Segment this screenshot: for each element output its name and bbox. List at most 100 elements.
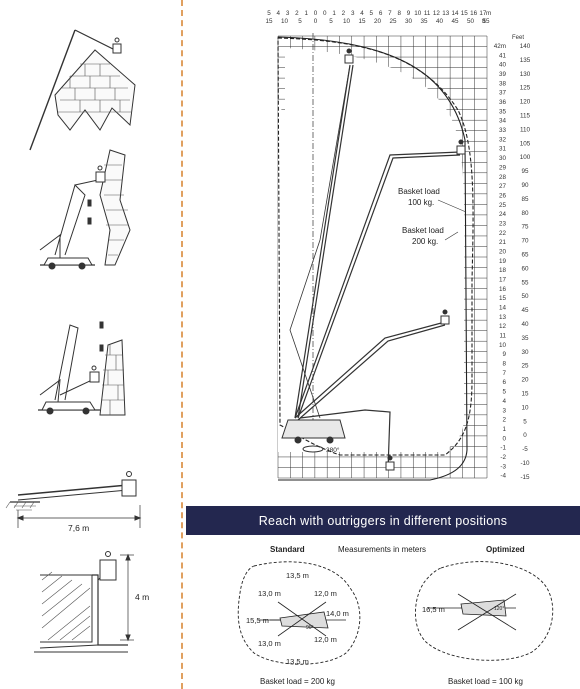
- height-m-label: 37: [499, 90, 507, 97]
- standard-outriggers: [258, 601, 346, 637]
- height-m-label: 32: [499, 136, 507, 143]
- height-ft-label: 0: [523, 432, 527, 439]
- height-m-label: 36: [499, 99, 507, 106]
- top-scale-ft-label: 50: [467, 18, 475, 25]
- height-m-label: 35: [499, 108, 507, 115]
- top-scale-ft-label: 5: [298, 18, 302, 25]
- illustration-wall-access: [38, 321, 126, 416]
- height-ft-label: 85: [521, 196, 529, 203]
- optimized-angle-label: 120°: [494, 606, 504, 612]
- standard-dim-lower-right: 12,0 m: [314, 635, 337, 644]
- height-m-label: 42m: [494, 43, 506, 50]
- leader-100: [437, 199, 467, 213]
- grid-mask-inner: [278, 100, 340, 452]
- top-scale-m-label: 4: [277, 10, 281, 17]
- top-scale-m-label: 16: [470, 10, 478, 17]
- height-ft-label: 20: [521, 377, 529, 384]
- height-ft-label: 140: [520, 43, 531, 50]
- height-m-label: 33: [499, 127, 507, 134]
- height-ft-label: 25: [521, 363, 529, 370]
- top-scale-ft-label: 55: [482, 18, 490, 25]
- height-m-label: 38: [499, 80, 507, 87]
- height-m-label: 29: [499, 164, 507, 171]
- top-scale-m-label: 13: [442, 10, 450, 17]
- height-m-label: -2: [500, 454, 506, 461]
- optimized-load-label: Basket load = 100 kg: [448, 677, 523, 686]
- top-scale-m-label: 5: [370, 10, 374, 17]
- standard-dim-bottom: 13,5 m: [286, 657, 309, 666]
- standard-dim-top: 13,5 m: [286, 571, 309, 580]
- standard-dim-upper-right: 12,0 m: [314, 589, 337, 598]
- top-scale-ft-label: 10: [281, 18, 289, 25]
- rotation-angle-label: 380°: [326, 446, 340, 454]
- top-scale-ft-label: 0: [314, 18, 318, 25]
- height-m-label: 0: [502, 435, 506, 442]
- leader-200: [444, 231, 459, 241]
- height-ft-label: 90: [521, 182, 529, 189]
- height-m-label: 5: [502, 389, 506, 396]
- top-scale-ft-label: 15: [358, 18, 366, 25]
- height-m-label: -3: [500, 463, 506, 470]
- height-ft-label: 50: [521, 293, 529, 300]
- height-m-label: 40: [499, 62, 507, 69]
- height-m-label: -4: [500, 473, 506, 480]
- measurements-note: Measurements in meters: [338, 545, 426, 554]
- height-ft-label: 15: [521, 391, 529, 398]
- optimized-footprint-outline: [415, 561, 554, 661]
- load-200-line1: Basket load: [402, 226, 444, 235]
- top-unit-m: m: [486, 10, 491, 17]
- height-m-label: 10: [499, 342, 507, 349]
- standard-title: Standard: [270, 545, 305, 554]
- standard-dim-upper-left: 13,0 m: [258, 589, 281, 598]
- height-ft-label: 55: [521, 279, 529, 286]
- height-m-label: 16: [499, 286, 507, 293]
- height-ft-label: 110: [520, 126, 531, 133]
- height-scale-feet: 1401351301251201151101051009590858075706…: [520, 43, 531, 481]
- top-scale-ft-label: 45: [451, 18, 459, 25]
- top-scale-m-label: 3: [286, 10, 290, 17]
- top-scale-m-label: 2: [342, 10, 346, 17]
- top-scale-m-label: 2: [295, 10, 299, 17]
- load-100-line1: Basket load: [398, 187, 440, 196]
- height-m-label: 14: [499, 305, 507, 312]
- height-m-label: 24: [499, 211, 507, 218]
- height-m-label: 22: [499, 230, 507, 237]
- outrigger-footprints: Standard Measurements in meters Optimize…: [237, 545, 554, 686]
- height-m-label: 8: [502, 361, 506, 368]
- standard-angle-label: 90°: [306, 625, 314, 631]
- height-ft-label: 115: [520, 113, 531, 120]
- section-banner: Reach with outriggers in different posit…: [186, 506, 580, 535]
- illustration-lift-over-wall: [34, 551, 134, 653]
- height-m-label: 28: [499, 174, 507, 181]
- height-m-label: 12: [499, 323, 507, 330]
- height-m-label: 34: [499, 118, 507, 125]
- height-m-label: 13: [499, 314, 507, 321]
- machine-base: [281, 419, 346, 453]
- height-m-label: 30: [499, 155, 507, 162]
- top-scale-m-label: 6: [379, 10, 383, 17]
- feet-header: Feet: [512, 35, 524, 41]
- machine-illustrations: 7,6 m 4 m: [5, 29, 149, 653]
- boom-positions: [289, 64, 461, 471]
- height-m-label: 9: [502, 351, 506, 358]
- standard-load-label: Basket load = 200 kg: [260, 677, 335, 686]
- load-200-line2: 200 kg.: [412, 237, 438, 246]
- height-m-label: 3: [502, 407, 506, 414]
- height-m-label: -1: [500, 445, 506, 452]
- optimized-outriggers: [428, 593, 517, 631]
- height-ft-label: 30: [521, 349, 529, 356]
- top-scale-ft-label: 40: [436, 18, 444, 25]
- height-m-label: 20: [499, 248, 507, 255]
- top-scale-ft-label: 15: [265, 18, 273, 25]
- top-scale-m-label: 8: [397, 10, 401, 17]
- height-m-label: 18: [499, 267, 507, 274]
- top-scale-m-label: 4: [360, 10, 364, 17]
- standard-dim-lower-left: 13,0 m: [258, 639, 281, 648]
- top-scale-m-label: 7: [388, 10, 392, 17]
- height-ft-label: 65: [521, 252, 529, 259]
- top-scale-ft-label: 10: [343, 18, 351, 25]
- top-scale-ft-label: 25: [389, 18, 397, 25]
